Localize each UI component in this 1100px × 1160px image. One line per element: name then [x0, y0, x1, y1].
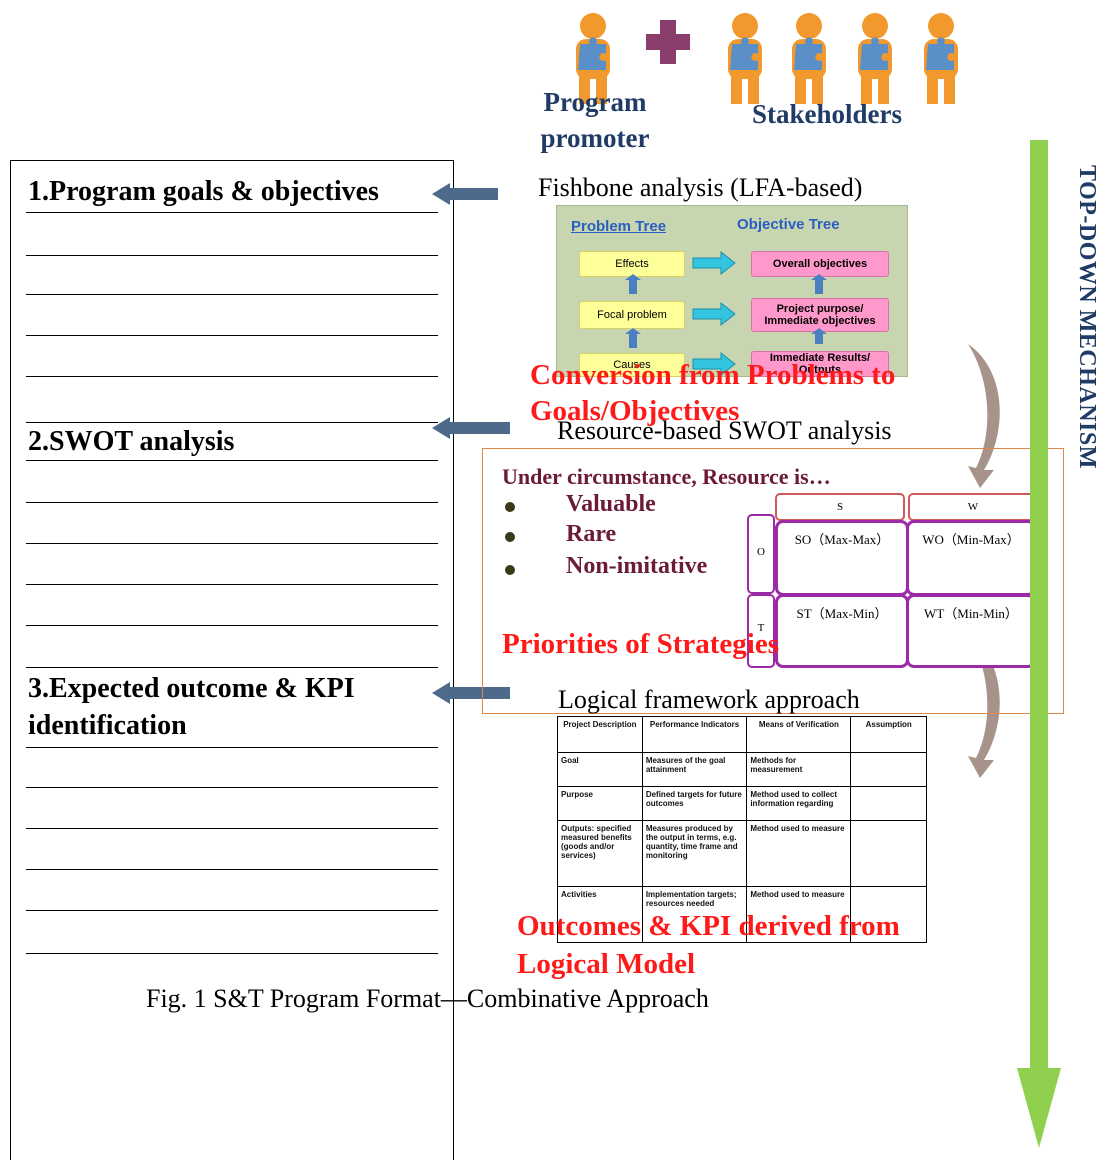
- form-line: [26, 667, 438, 668]
- section-title-goals: 1.Program goals & objectives: [28, 176, 379, 207]
- problem-tree-label: Problem Tree: [571, 218, 667, 235]
- top-down-arrow-shaft: [1030, 140, 1048, 1070]
- priorities-text: Priorities of Strategies: [502, 628, 780, 660]
- form-line: [26, 422, 438, 423]
- swot-panel: [482, 448, 1064, 714]
- bullet-icon: [505, 532, 515, 542]
- problem-box-effects: Effects: [579, 251, 685, 277]
- program-promoter-label: Program promoter: [540, 87, 650, 153]
- outcomes-text-line2: Logical Model: [517, 948, 696, 980]
- table-cell: [850, 820, 927, 887]
- program-format-form: [10, 160, 454, 1160]
- section-title-swot: 2.SWOT analysis: [28, 426, 235, 457]
- bullet-icon: [505, 502, 515, 512]
- matrix-header-t: T: [747, 594, 775, 668]
- bullet-icon: [505, 565, 515, 575]
- logframe-caption: Logical framework approach: [558, 685, 860, 714]
- arrow-left-icon: [432, 183, 498, 205]
- swot-item-non-imitative: Non-imitative: [566, 553, 708, 579]
- mechanism-label: TOP-DOWN MECHANISM: [1074, 165, 1100, 469]
- conversion-text-line2: Goals/Objectives: [530, 395, 740, 427]
- form-line: [26, 584, 438, 585]
- form-line: [26, 294, 438, 295]
- outcomes-text: Outcomes & KPI derived from: [517, 910, 900, 942]
- form-line: [26, 376, 438, 377]
- table-cell: Implementation targets; resources needed: [641, 886, 748, 943]
- matrix-header-s: S: [775, 493, 905, 521]
- form-line: [26, 335, 438, 336]
- section-title-outcome-line2: identification: [28, 710, 187, 741]
- program-promoter-icon: [576, 13, 610, 104]
- table-cell: [850, 752, 927, 787]
- form-line: [26, 212, 438, 213]
- matrix-cell-st: ST（Max-Min）: [775, 594, 909, 668]
- conversion-text: Conversion from Problems to: [530, 359, 896, 391]
- table-cell: Outputs: specified measured benefits (go…: [557, 820, 643, 887]
- curved-arrow-icon: [968, 344, 1000, 488]
- swot-item-valuable: Valuable: [566, 491, 656, 517]
- table-cell: Measures produced by the output in terms…: [641, 820, 748, 887]
- table-cell: Method used to collect information regar…: [746, 786, 852, 821]
- objective-box-purpose: Project purpose/ Immediate objectives: [751, 298, 889, 332]
- form-line: [26, 953, 438, 954]
- table-header-cell: Performance Indicators: [641, 716, 748, 753]
- form-line: [26, 869, 438, 870]
- table-cell: Method used to measure: [746, 886, 852, 943]
- form-line: [26, 828, 438, 829]
- table-row: Project Description Performance Indicato…: [557, 716, 927, 753]
- table-cell: Purpose: [557, 786, 643, 821]
- table-cell: Activities: [557, 886, 643, 943]
- form-line: [26, 460, 438, 461]
- section-title-outcome: 3.Expected outcome & KPI: [28, 673, 355, 704]
- table-cell: Methods for measurement: [746, 752, 852, 787]
- swot-caption: Resource-based SWOT analysis: [557, 416, 892, 445]
- table-row: Outputs: specified measured benefits (go…: [557, 820, 927, 887]
- objective-tree-label: Objective Tree: [737, 216, 840, 233]
- matrix-cell-wo: WO（Min-Max）: [906, 520, 1036, 596]
- problem-box-causes: Causes: [579, 353, 685, 377]
- swot-heading: Under circumstance, Resource is…: [502, 464, 831, 489]
- table-row: Activities Implementation targets; resou…: [557, 886, 927, 943]
- curved-arrow-icon: [968, 634, 1000, 778]
- fishbone-arrows: [625, 250, 827, 376]
- matrix-cell-wt: WT（Min-Min）: [906, 594, 1036, 668]
- arrow-left-icon: [432, 682, 510, 704]
- fishbone-diagram: Problem Tree Objective Tree Effects Foca…: [556, 205, 908, 377]
- stakeholder-icon: [728, 13, 762, 104]
- form-line: [26, 625, 438, 626]
- table-cell: Method used to measure: [746, 820, 852, 887]
- table-cell: [850, 886, 927, 943]
- form-line: [26, 255, 438, 256]
- table-header-cell: Means of Verification: [746, 716, 852, 753]
- matrix-header-o: O: [747, 514, 775, 594]
- objective-box-results: Immediate Results/ Outputs: [751, 351, 889, 377]
- logframe-table: Project Description Performance Indicato…: [557, 716, 927, 943]
- figure-caption: Fig. 1 S&T Program Format—Combinative Ap…: [146, 984, 709, 1013]
- table-header-cell: Assumption: [850, 716, 927, 753]
- stakeholder-icon: [792, 13, 826, 104]
- matrix-cell-so: SO（Max-Max）: [775, 520, 909, 596]
- form-line: [26, 747, 438, 748]
- table-row: Purpose Defined targets for future outco…: [557, 786, 927, 821]
- table-cell: Goal: [557, 752, 643, 787]
- form-line: [26, 502, 438, 503]
- problem-box-focal: Focal problem: [579, 301, 685, 329]
- table-header-cell: Project Description: [557, 716, 643, 753]
- stakeholder-icon: [924, 13, 958, 104]
- form-line: [26, 543, 438, 544]
- table-cell: [850, 786, 927, 821]
- table-row: Goal Measures of the goal attainment Met…: [557, 752, 927, 787]
- fishbone-caption: Fishbone analysis (LFA-based): [538, 173, 863, 202]
- form-line: [26, 910, 438, 911]
- plus-icon: [646, 20, 690, 64]
- form-line: [26, 787, 438, 788]
- arrow-left-icon: [432, 417, 510, 439]
- matrix-header-w: W: [908, 493, 1038, 521]
- arrow-down-icon: [1017, 1068, 1061, 1148]
- table-cell: Measures of the goal attainment: [641, 752, 748, 787]
- stakeholders-label: Stakeholders: [752, 99, 903, 129]
- table-cell: Defined targets for future outcomes: [641, 786, 748, 821]
- stakeholder-icon: [858, 13, 892, 104]
- swot-item-rare: Rare: [566, 521, 617, 547]
